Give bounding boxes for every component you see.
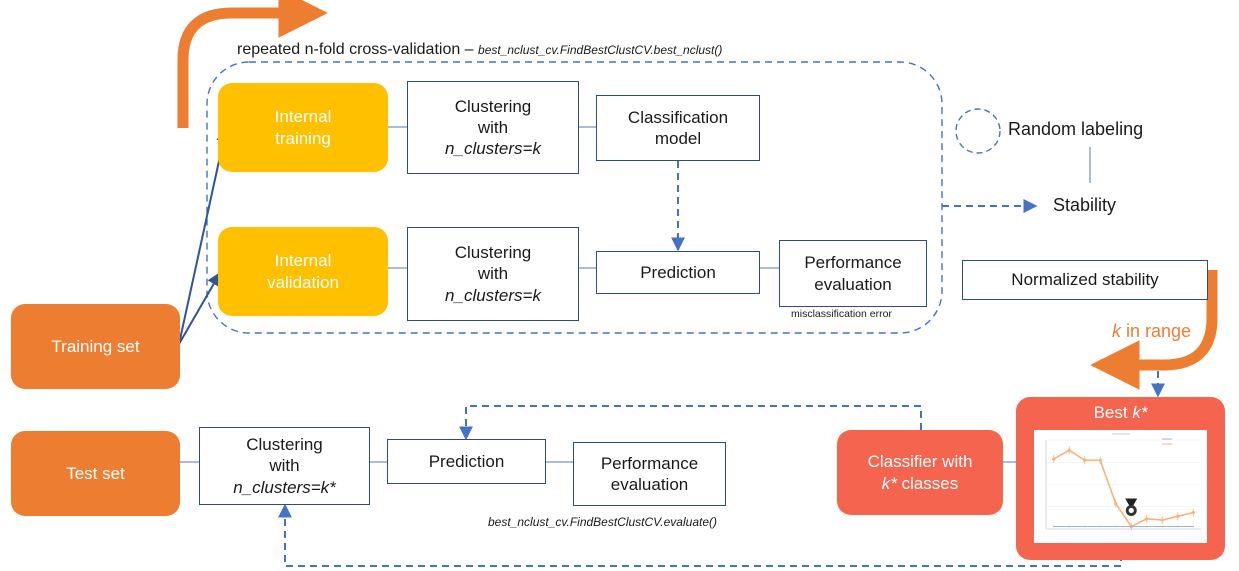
prediction-test-label: Prediction [428,451,505,471]
internal-training-line2: training [275,128,331,148]
performance-test-line2: evaluation [610,475,689,494]
mini-point [1067,448,1071,452]
clustering-val-node: Clustering with n_clusters=k [407,227,579,321]
prediction-val-label: Prediction [640,262,716,282]
best-k-mini-chart [1034,430,1207,543]
classifier-line2: k* classes [882,473,959,494]
clustering-val-line3: n_clusters=k [445,285,541,305]
internal-validation-line1: Internal [274,251,332,271]
best-k-title: Best k* [1016,403,1225,423]
cv-loop-title-text: repeated n-fold cross-validation – [237,41,474,58]
clustering-test-line3: n_clusters=k* [233,477,336,497]
clustering-val-line1: Clustering [454,243,532,263]
k-in-range-rest: in range [1121,321,1192,341]
mini-point [1052,525,1055,528]
mini-point [1192,525,1195,528]
mini-point [1145,525,1148,528]
performance-test-line1: Performance [600,453,699,473]
mini-point [1098,458,1102,462]
clustering-test-line2: with [269,456,300,476]
k-in-range-label: k in range [1112,321,1191,342]
test-set-label: Test set [66,463,125,483]
classification-model-line2: model [654,129,702,148]
classifier-rest: classes [896,473,959,493]
performance-val-node: Performance evaluation [779,240,927,307]
clustering-train-line3: n_clusters=k [445,139,541,159]
best-k-node: Best k* [1016,397,1225,560]
mini-point [1114,525,1117,528]
internal-training-line1: Internal [274,107,332,127]
training-set-node: Training set [11,304,180,389]
performance-val-line2: evaluation [814,274,892,294]
clustering-train-node: Clustering with n_clusters=k [407,81,579,174]
clustering-val-line2: with [477,264,509,284]
classification-model-node: Classification model [596,95,760,161]
classifier-line1: Classifier with [867,452,973,472]
internal-training-node: Internal training [218,83,388,172]
mini-point [1130,525,1133,528]
misclassification-note: misclassification error [791,308,892,320]
internal-validation-node: Internal validation [218,227,388,316]
mini-series-line [1053,449,1194,528]
medal-icon-inner [1128,507,1134,514]
classification-model-line1: Classification [627,107,729,127]
evaluate-method-label: best_nclust_cv.FindBestClustCV.evaluate(… [488,515,717,529]
classifier-k: k* [881,473,897,493]
mini-point [1176,525,1179,528]
best-k-k: k* [1132,403,1148,422]
clustering-test-line1: Clustering [246,435,323,455]
prediction-test-node: Prediction [387,439,546,484]
arrow-to-internal-validation [178,271,221,345]
classifier-node: Classifier with k* classes [837,430,1003,515]
mini-point [1176,514,1180,518]
k-in-range-k: k [1112,321,1121,341]
prediction-val-node: Prediction [596,251,760,294]
performance-val-line1: Performance [804,253,902,273]
mini-point [1191,510,1195,515]
random-labeling-label: Random labeling [1008,119,1144,139]
normalized-stability-node: Normalized stability [962,260,1208,300]
mini-point [1052,457,1056,461]
mini-point [1083,525,1086,528]
loop-arrow-top [177,0,328,128]
mini-point [1160,518,1164,522]
cv-loop-title: repeated n-fold cross-validation – best_… [237,41,722,59]
clustering-train-line2: with [477,117,509,137]
mini-point [1161,525,1164,528]
stability-label: Stability [1053,195,1117,215]
connectors [180,126,1091,463]
best-k-prefix: Best [1093,403,1133,422]
test-set-node: Test set [11,431,180,516]
arrow-to-internal-training [178,127,231,345]
mini-point [1068,525,1071,528]
random-labeling-icon [955,108,1001,154]
medal-icon-ribbon [1125,498,1138,506]
cv-loop-region [206,61,943,334]
mini-point [1099,525,1102,528]
training-set-label: Training set [51,336,140,356]
loop-arrow-right [1090,270,1218,390]
clustering-test-node: Clustering with n_clusters=k* [199,427,370,505]
mini-point [1145,517,1149,521]
internal-validation-line2: validation [267,272,339,292]
clustering-train-line1: Clustering [454,96,532,116]
mini-point [1083,458,1087,462]
arrow-classifier-to-prediction-test [459,405,922,441]
cv-loop-method: best_nclust_cv.FindBestClustCV.best_nclu… [478,43,723,57]
mini-point [1114,501,1118,506]
normalized-stability-label: Normalized stability [1011,270,1159,290]
performance-test-node: Performance evaluation [573,442,726,506]
